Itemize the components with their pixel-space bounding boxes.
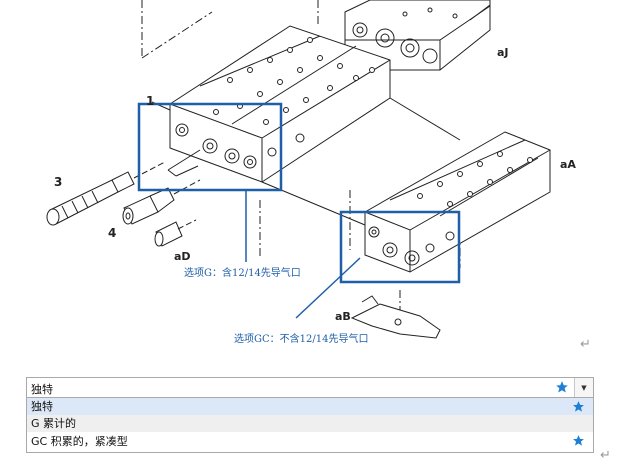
option-label: GC 积累的，紧凑型 <box>31 435 128 448</box>
dropdown-option-gc[interactable]: GC 积累的，紧凑型 <box>27 432 593 452</box>
favorite-star-icon[interactable] <box>572 434 585 447</box>
option-label: 独特 <box>31 400 53 413</box>
favorite-star-icon[interactable] <box>572 400 585 413</box>
technical-drawing <box>46 0 551 339</box>
callout-option-gc: 选项GC：不含12/14先导气口 <box>234 334 369 345</box>
part-label-aD: aD <box>174 250 191 263</box>
part-label-aA: aA <box>560 158 576 171</box>
highlight-box-gc <box>339 210 461 284</box>
dropdown-option-g[interactable]: G 累计的 <box>27 415 593 432</box>
option-dropdown[interactable]: 独特 ▼ <box>26 377 594 398</box>
favorite-star-icon[interactable] <box>555 380 569 394</box>
part-label-aB: aB <box>335 310 351 323</box>
paragraph-mark-icon: ↵ <box>600 448 611 463</box>
paragraph-mark-icon: ↵ <box>580 337 591 352</box>
part-label-aJ: aJ <box>497 46 509 59</box>
dropdown-selected-value: 独特 <box>31 383 53 396</box>
callout-option-g: 选项G：含12/14先导气口 <box>184 268 301 279</box>
dropdown-toggle-button[interactable]: ▼ <box>574 378 593 397</box>
highlight-box-g <box>137 102 283 192</box>
part-label-3: 3 <box>54 175 63 189</box>
dropdown-option-unique[interactable]: 独特 <box>27 398 593 415</box>
part-label-1: 1 <box>146 94 155 108</box>
dropdown-option-list: 独特 G 累计的 GC 积累的，紧凑型 <box>26 398 594 453</box>
part-label-4: 4 <box>108 226 117 240</box>
triangle-down-icon: ▼ <box>581 383 587 392</box>
option-label: G 累计的 <box>31 417 77 430</box>
